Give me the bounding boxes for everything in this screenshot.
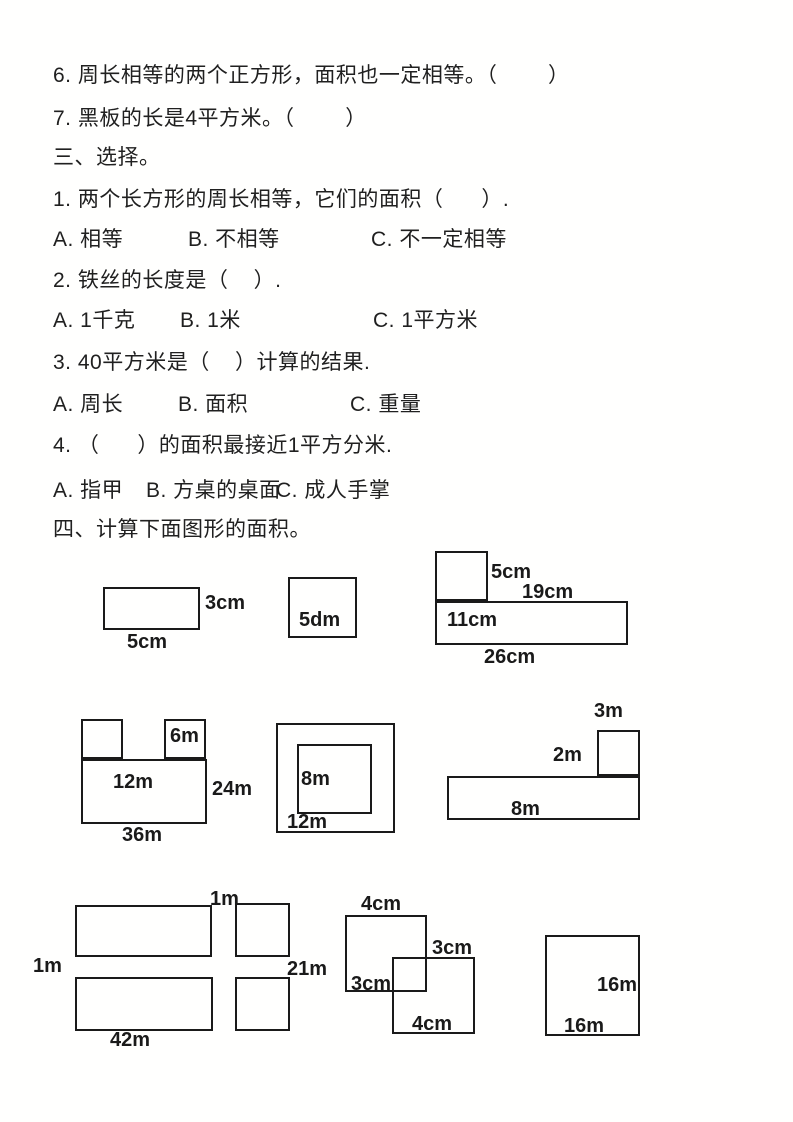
fig4-small-square-label: 6m — [170, 725, 199, 747]
fig8-overlap-right-label: 3cm — [432, 937, 473, 959]
fig7-right-label: 21m — [287, 958, 328, 980]
fig4-right-side-label: 24m — [212, 778, 253, 800]
fig4-bottom-label: 36m — [122, 824, 163, 846]
fig8-bottom-label: 4cm — [412, 1013, 453, 1035]
fig2-square — [288, 577, 357, 638]
fig2-center-label: 5dm — [299, 609, 341, 631]
fig7-top-label: 1m — [210, 888, 239, 910]
fig4-big-rect — [81, 759, 207, 824]
q3-option-b: B. 面积 — [178, 393, 249, 416]
question-tf-7: 7. 黑板的长是4平方米。（ ） — [53, 107, 367, 130]
q1-option-b: B. 不相等 — [188, 228, 280, 251]
fig3-top-edge-label: 19cm — [522, 581, 574, 603]
fig9-bottom-label: 16m — [564, 1015, 605, 1037]
fig6-top-label: 3m — [594, 700, 623, 722]
fig3-long-rect — [435, 601, 628, 645]
q2-option-c: C. 1平方米 — [373, 309, 479, 332]
q3-option-c: C. 重量 — [350, 393, 422, 416]
fig6-small-square — [597, 730, 640, 776]
fig8-topleft-square — [345, 915, 427, 992]
fig6-long-rect — [447, 776, 640, 820]
fig6-inside-label: 8m — [511, 798, 540, 820]
fig3-inside-label: 11cm — [447, 609, 498, 631]
fig1-rect — [103, 587, 200, 630]
fig7-top-rect — [75, 905, 212, 957]
section-4-title: 四、计算下面图形的面积。 — [53, 518, 311, 541]
fig8-bottomright-square — [392, 957, 475, 1034]
q4-option-a: A. 指甲 — [53, 479, 124, 502]
q2-option-a: A. 1千克 — [53, 309, 136, 332]
choice-q1-stem: 1. 两个长方形的周长相等，它们的面积（ ）. — [53, 188, 510, 211]
fig8-top-label: 4cm — [361, 893, 402, 915]
fig1-side-label: 3cm — [205, 592, 246, 614]
fig9-square — [545, 935, 640, 1036]
choice-q2-stem: 2. 铁丝的长度是（ ）. — [53, 269, 282, 292]
fig4-left-square — [81, 719, 123, 759]
q1-option-a: A. 相等 — [53, 228, 124, 251]
fig4-inside-label: 12m — [113, 771, 154, 793]
fig8-overlap-left-label: 3cm — [351, 973, 392, 995]
fig5-inner-label: 8m — [301, 768, 330, 790]
fig3-small-square — [435, 551, 488, 601]
fig9-right-label: 16m — [597, 974, 638, 996]
fig6-side-label: 2m — [553, 744, 582, 766]
fig7-top-square — [235, 903, 290, 957]
fig5-inner-square — [297, 744, 372, 814]
fig5-inner-bottom-label: 12m — [287, 811, 328, 833]
q4-option-c: C. 成人手掌 — [276, 479, 391, 502]
fig7-bottom-rect — [75, 977, 213, 1031]
fig3-square-side-label: 5cm — [491, 561, 532, 583]
fig3-bottom-label: 26cm — [484, 646, 536, 668]
q4-option-b: B. 方桌的桌面 — [146, 479, 281, 502]
fig4-right-square — [164, 719, 206, 759]
section-3-title: 三、选择。 — [53, 146, 161, 169]
fig1-bottom-label: 5cm — [127, 631, 168, 653]
fig7-left-label: 1m — [33, 955, 62, 977]
choice-q4-stem: 4. （ ）的面积最接近1平方分米. — [53, 434, 393, 457]
question-tf-6: 6. 周长相等的两个正方形，面积也一定相等。（ ） — [53, 64, 570, 87]
choice-q3-options: A. 周长 B. 面积 C. 重量 — [53, 392, 421, 417]
fig7-bottom-label: 42m — [110, 1029, 151, 1051]
fig5-outer-square — [276, 723, 395, 833]
q2-option-b: B. 1米 — [180, 309, 241, 332]
choice-q2-options: A. 1千克 B. 1米 C. 1平方米 — [53, 308, 478, 333]
fig7-bottom-square — [235, 977, 290, 1031]
choice-q1-options: A. 相等 B. 不相等 C. 不一定相等 — [53, 227, 507, 252]
choice-q4-options: A. 指甲 B. 方桌的桌面 C. 成人手掌 — [53, 478, 390, 503]
choice-q3-stem: 3. 40平方米是（ ）计算的结果. — [53, 351, 371, 374]
q1-option-c: C. 不一定相等 — [371, 228, 507, 251]
q3-option-a: A. 周长 — [53, 393, 124, 416]
